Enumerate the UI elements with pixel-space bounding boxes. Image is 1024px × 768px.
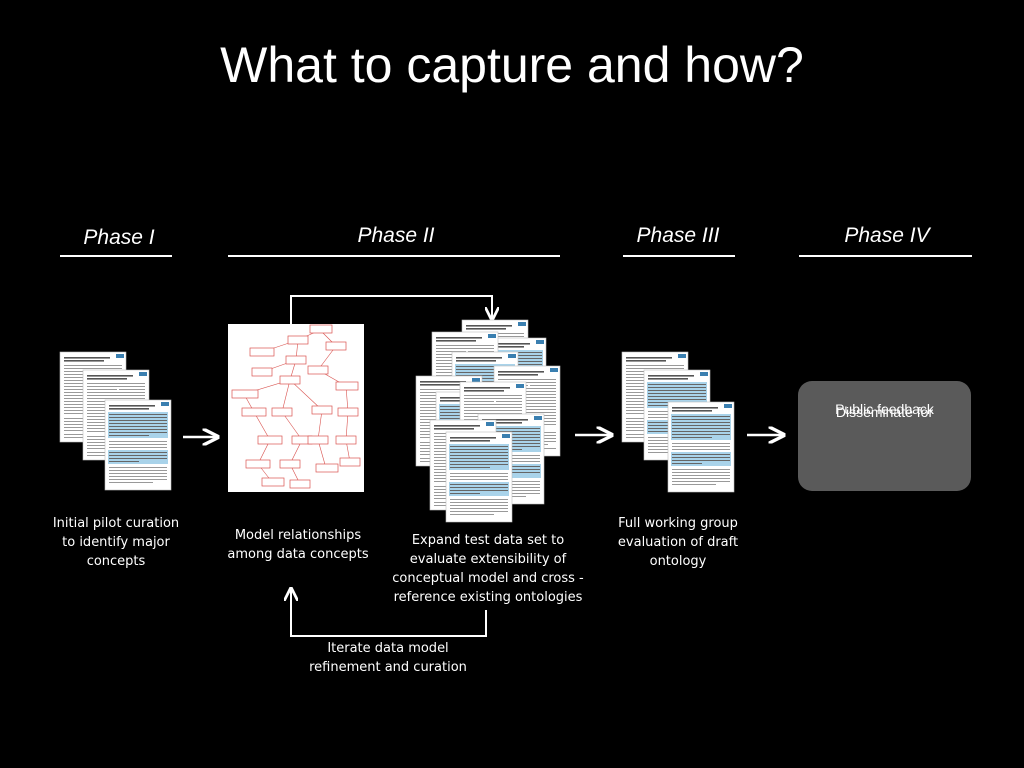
connector-iterate <box>291 590 487 637</box>
phase-4-rule <box>799 255 972 257</box>
phase-1-caption: Initial pilot curation to identify major… <box>52 516 180 569</box>
phase-3-paper-stack <box>621 351 735 493</box>
disseminate-box: Disseminate for Public feedback <box>798 381 971 491</box>
phase-2-model-caption: Model relationships among data concepts <box>227 528 369 562</box>
phase-4-label: Phase IV <box>844 224 930 247</box>
phase-1-paper-stack <box>59 351 172 491</box>
phase-3-caption: Full working group evaluation of draft o… <box>617 516 739 569</box>
disseminate-line-1: Disseminate for <box>835 404 934 420</box>
phase-1-rule <box>60 255 172 257</box>
phase-2-expand-caption: Expand test data set to evaluate extensi… <box>392 533 584 605</box>
phase-2-iterate-caption: Iterate data model refinement and curati… <box>309 641 467 675</box>
phase-3-label: Phase III <box>636 224 720 247</box>
expanded-paper-set <box>415 319 561 523</box>
slide-title: What to capture and how? <box>220 37 804 93</box>
concept-model-diagram <box>228 324 364 492</box>
phase-2-rule <box>228 255 560 257</box>
disseminate-line-2: Public feedback <box>835 401 934 417</box>
phase-2-label: Phase II <box>357 224 435 247</box>
phase-3-rule <box>623 255 735 257</box>
phase-1-label: Phase I <box>83 226 155 249</box>
connector-model-to-expand <box>290 295 492 324</box>
